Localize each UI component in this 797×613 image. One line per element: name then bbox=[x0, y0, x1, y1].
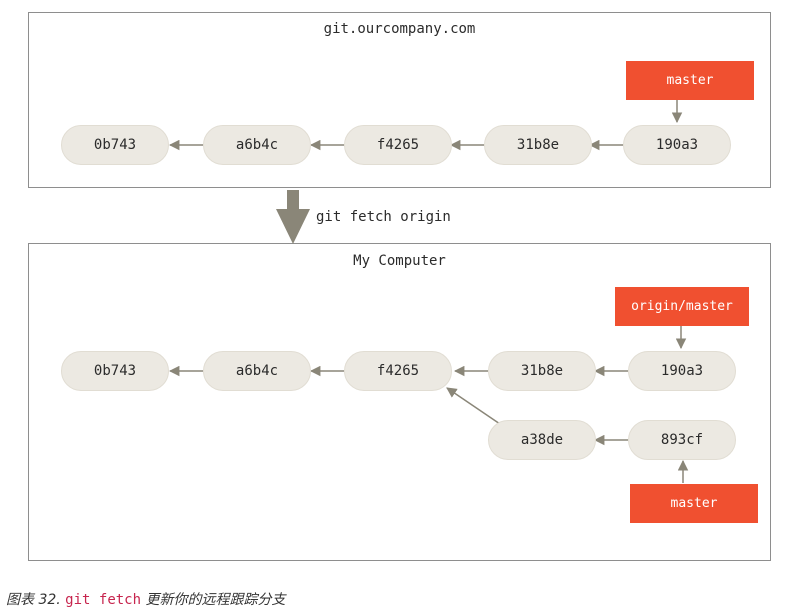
server-commit-f4265: f4265 bbox=[344, 125, 452, 165]
origin-master-label: origin/master bbox=[615, 287, 749, 326]
local-title: My Computer bbox=[353, 253, 446, 269]
fetch-command-label: git fetch origin bbox=[316, 209, 451, 225]
local-master-label: master bbox=[630, 484, 758, 523]
caption-figure-number: 图表 32. bbox=[6, 592, 61, 608]
figure-caption: 图表 32. git fetch 更新你的远程跟踪分支 bbox=[6, 589, 285, 609]
local-commit-0b743: 0b743 bbox=[61, 351, 169, 391]
server-title: git.ourcompany.com bbox=[323, 21, 476, 37]
local-commit-a6b4c: a6b4c bbox=[203, 351, 311, 391]
local-commit-f4265: f4265 bbox=[344, 351, 452, 391]
server-master-label: master bbox=[626, 61, 754, 100]
local-commit-31b8e: 31b8e bbox=[488, 351, 596, 391]
caption-text: 更新你的远程跟踪分支 bbox=[145, 592, 286, 608]
local-commit-190a3: 190a3 bbox=[628, 351, 736, 391]
caption-code: git fetch bbox=[65, 592, 142, 608]
server-commit-190a3: 190a3 bbox=[623, 125, 731, 165]
server-commit-0b743: 0b743 bbox=[61, 125, 169, 165]
local-commit-a38de: a38de bbox=[488, 420, 596, 460]
fetch-arrow bbox=[276, 190, 310, 244]
local-arrow-a38de-f4265 bbox=[446, 387, 501, 425]
local-commit-893cf: 893cf bbox=[628, 420, 736, 460]
server-commit-31b8e: 31b8e bbox=[484, 125, 592, 165]
server-commit-a6b4c: a6b4c bbox=[203, 125, 311, 165]
